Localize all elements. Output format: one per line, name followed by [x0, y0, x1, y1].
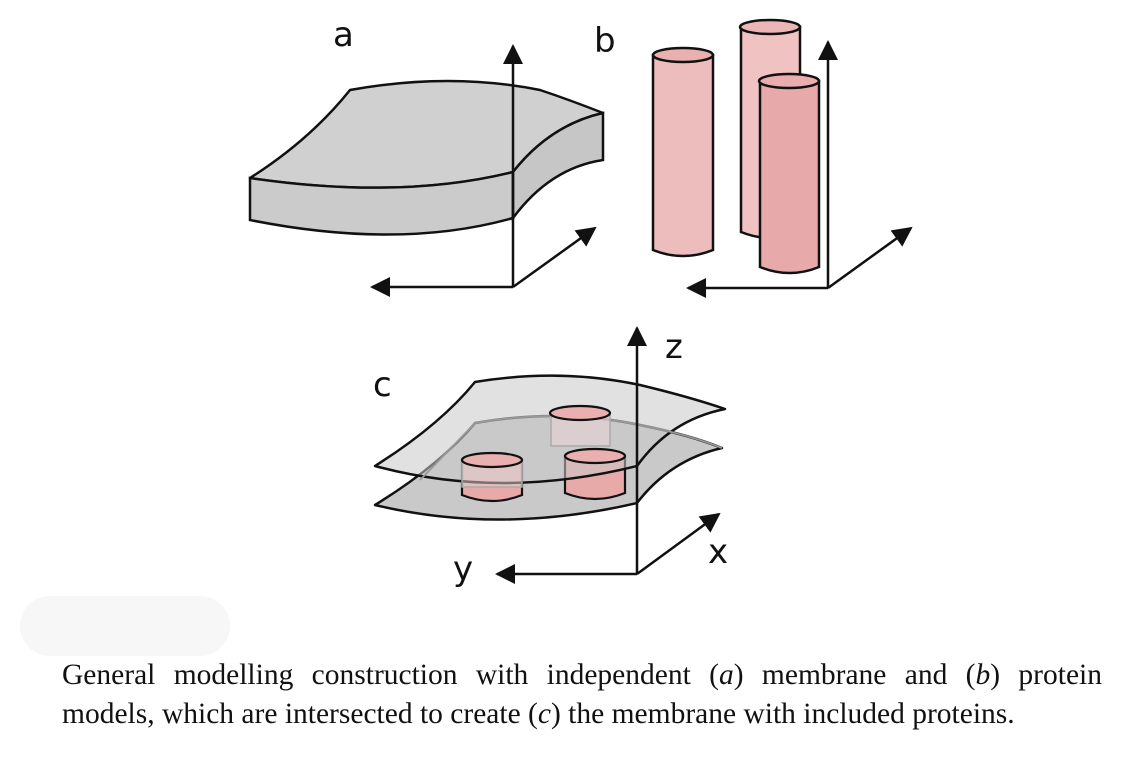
caption-text: ) protein models, which are intersected … [62, 659, 1102, 730]
caption-text: General modelling construction with inde… [62, 659, 719, 691]
panel-label-b: b [594, 21, 616, 61]
panel-b-axes [686, 40, 913, 298]
axis-label-y: y [453, 549, 473, 589]
panel-c-membrane [373, 374, 727, 521]
background-smudge [20, 596, 230, 656]
protein-top-2 [548, 404, 612, 447]
caption-ref-a: a [718, 659, 734, 691]
protein-cylinder-1 [651, 46, 715, 258]
panel-a-membrane [248, 79, 605, 236]
protein-top-1 [460, 451, 524, 488]
caption-text: ) the membrane with included proteins. [550, 698, 1015, 730]
panel-label-a: a [333, 15, 354, 55]
panel-b-proteins [651, 18, 821, 275]
figure-caption: General modelling construction with inde… [62, 656, 1102, 734]
panel-c-axes [495, 326, 721, 584]
caption-text: ) membrane and ( [733, 659, 976, 691]
protein-cylinder-3 [757, 72, 821, 275]
caption-ref-b: b [975, 659, 991, 691]
caption-ref-c: c [537, 698, 551, 730]
axis-label-x: x [708, 532, 728, 572]
panel-label-c: c [373, 365, 392, 405]
panel-a-axes [370, 44, 597, 297]
axis-label-z: z [665, 327, 683, 367]
protein-top-3 [563, 447, 627, 465]
figure: a b [248, 15, 913, 589]
